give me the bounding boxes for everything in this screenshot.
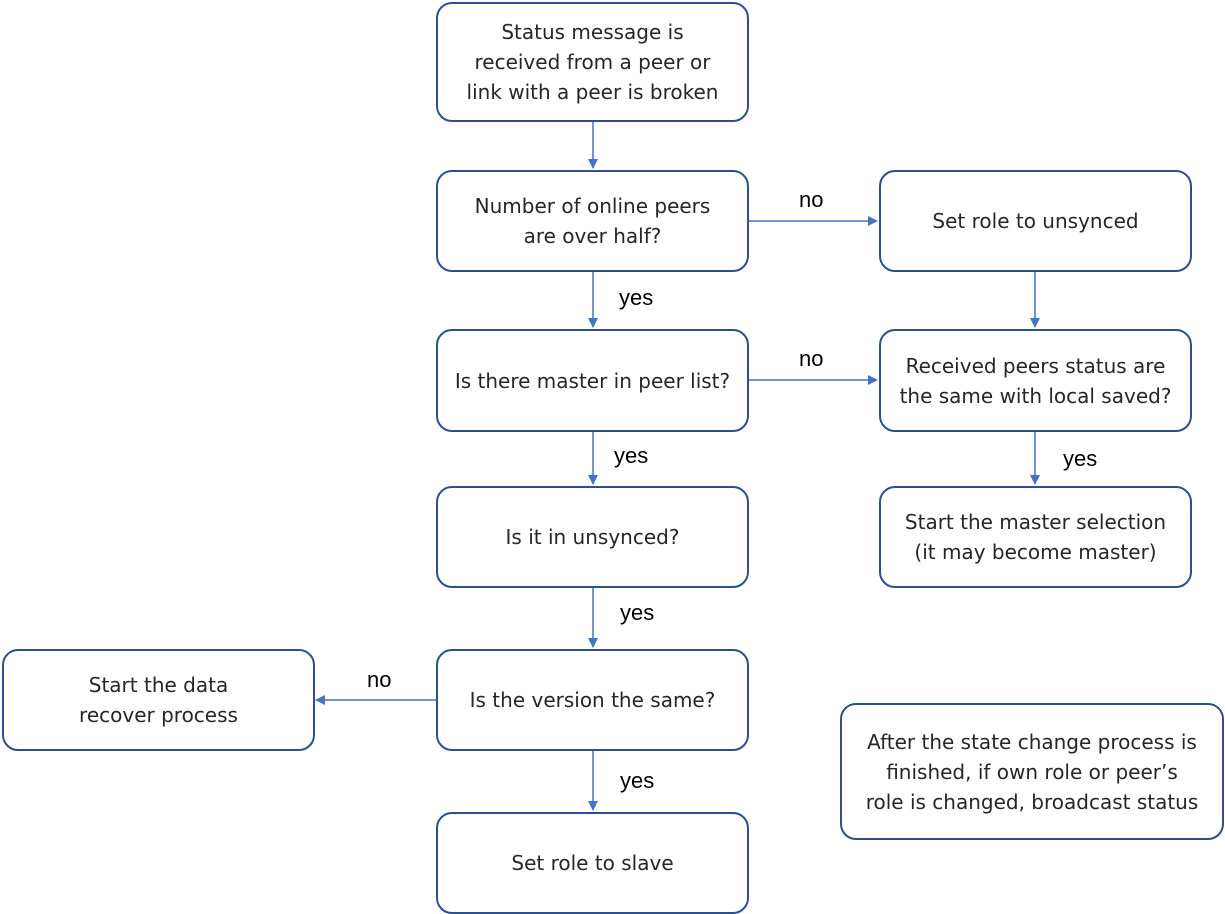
edge-label-peers-status-yes: yes xyxy=(1063,446,1098,471)
edge-label-master-list-no: no xyxy=(799,346,824,371)
edge-label-version-yes: yes xyxy=(620,768,655,793)
node-online-peers-over-half-label: Number of online peers are over half? xyxy=(474,194,711,248)
node-broadcast-note: After the state change process is finish… xyxy=(840,703,1224,840)
node-set-role-slave-label: Set role to slave xyxy=(511,851,674,875)
node-set-role-unsynced-label: Set role to unsynced xyxy=(932,209,1139,233)
node-status-received-label: Status message is received from a peer o… xyxy=(466,20,719,104)
node-master-in-peer-list: Is there master in peer list? xyxy=(436,329,749,432)
node-online-peers-over-half: Number of online peers are over half? xyxy=(436,170,749,272)
node-version-same: Is the version the same? xyxy=(436,649,749,751)
node-start-data-recover-label: Start the data recover process xyxy=(79,673,238,727)
node-peers-status-same-label: Received peers status are the same with … xyxy=(899,353,1172,408)
edge-label-version-no: no xyxy=(367,667,392,692)
node-start-data-recover: Start the data recover process xyxy=(2,649,315,751)
node-master-in-peer-list-label: Is there master in peer list? xyxy=(454,368,731,393)
edge-label-online-peers-no: no xyxy=(799,187,824,212)
node-is-unsynced-label: Is it in unsynced? xyxy=(505,525,680,549)
node-start-master-selection-label: Start the master selection (it may becom… xyxy=(904,510,1167,564)
node-set-role-slave: Set role to slave xyxy=(436,812,749,914)
node-version-same-label: Is the version the same? xyxy=(469,688,716,712)
edge-label-master-list-yes: yes xyxy=(614,443,649,468)
node-start-master-selection: Start the master selection (it may becom… xyxy=(879,486,1192,588)
node-broadcast-note-label: After the state change process is finish… xyxy=(865,729,1199,814)
node-set-role-unsynced: Set role to unsynced xyxy=(879,170,1192,272)
node-status-received: Status message is received from a peer o… xyxy=(436,2,749,122)
node-is-unsynced: Is it in unsynced? xyxy=(436,486,749,588)
node-peers-status-same: Received peers status are the same with … xyxy=(879,329,1192,432)
edge-label-online-peers-yes: yes xyxy=(619,285,654,310)
edge-label-unsynced-yes: yes xyxy=(620,600,655,625)
